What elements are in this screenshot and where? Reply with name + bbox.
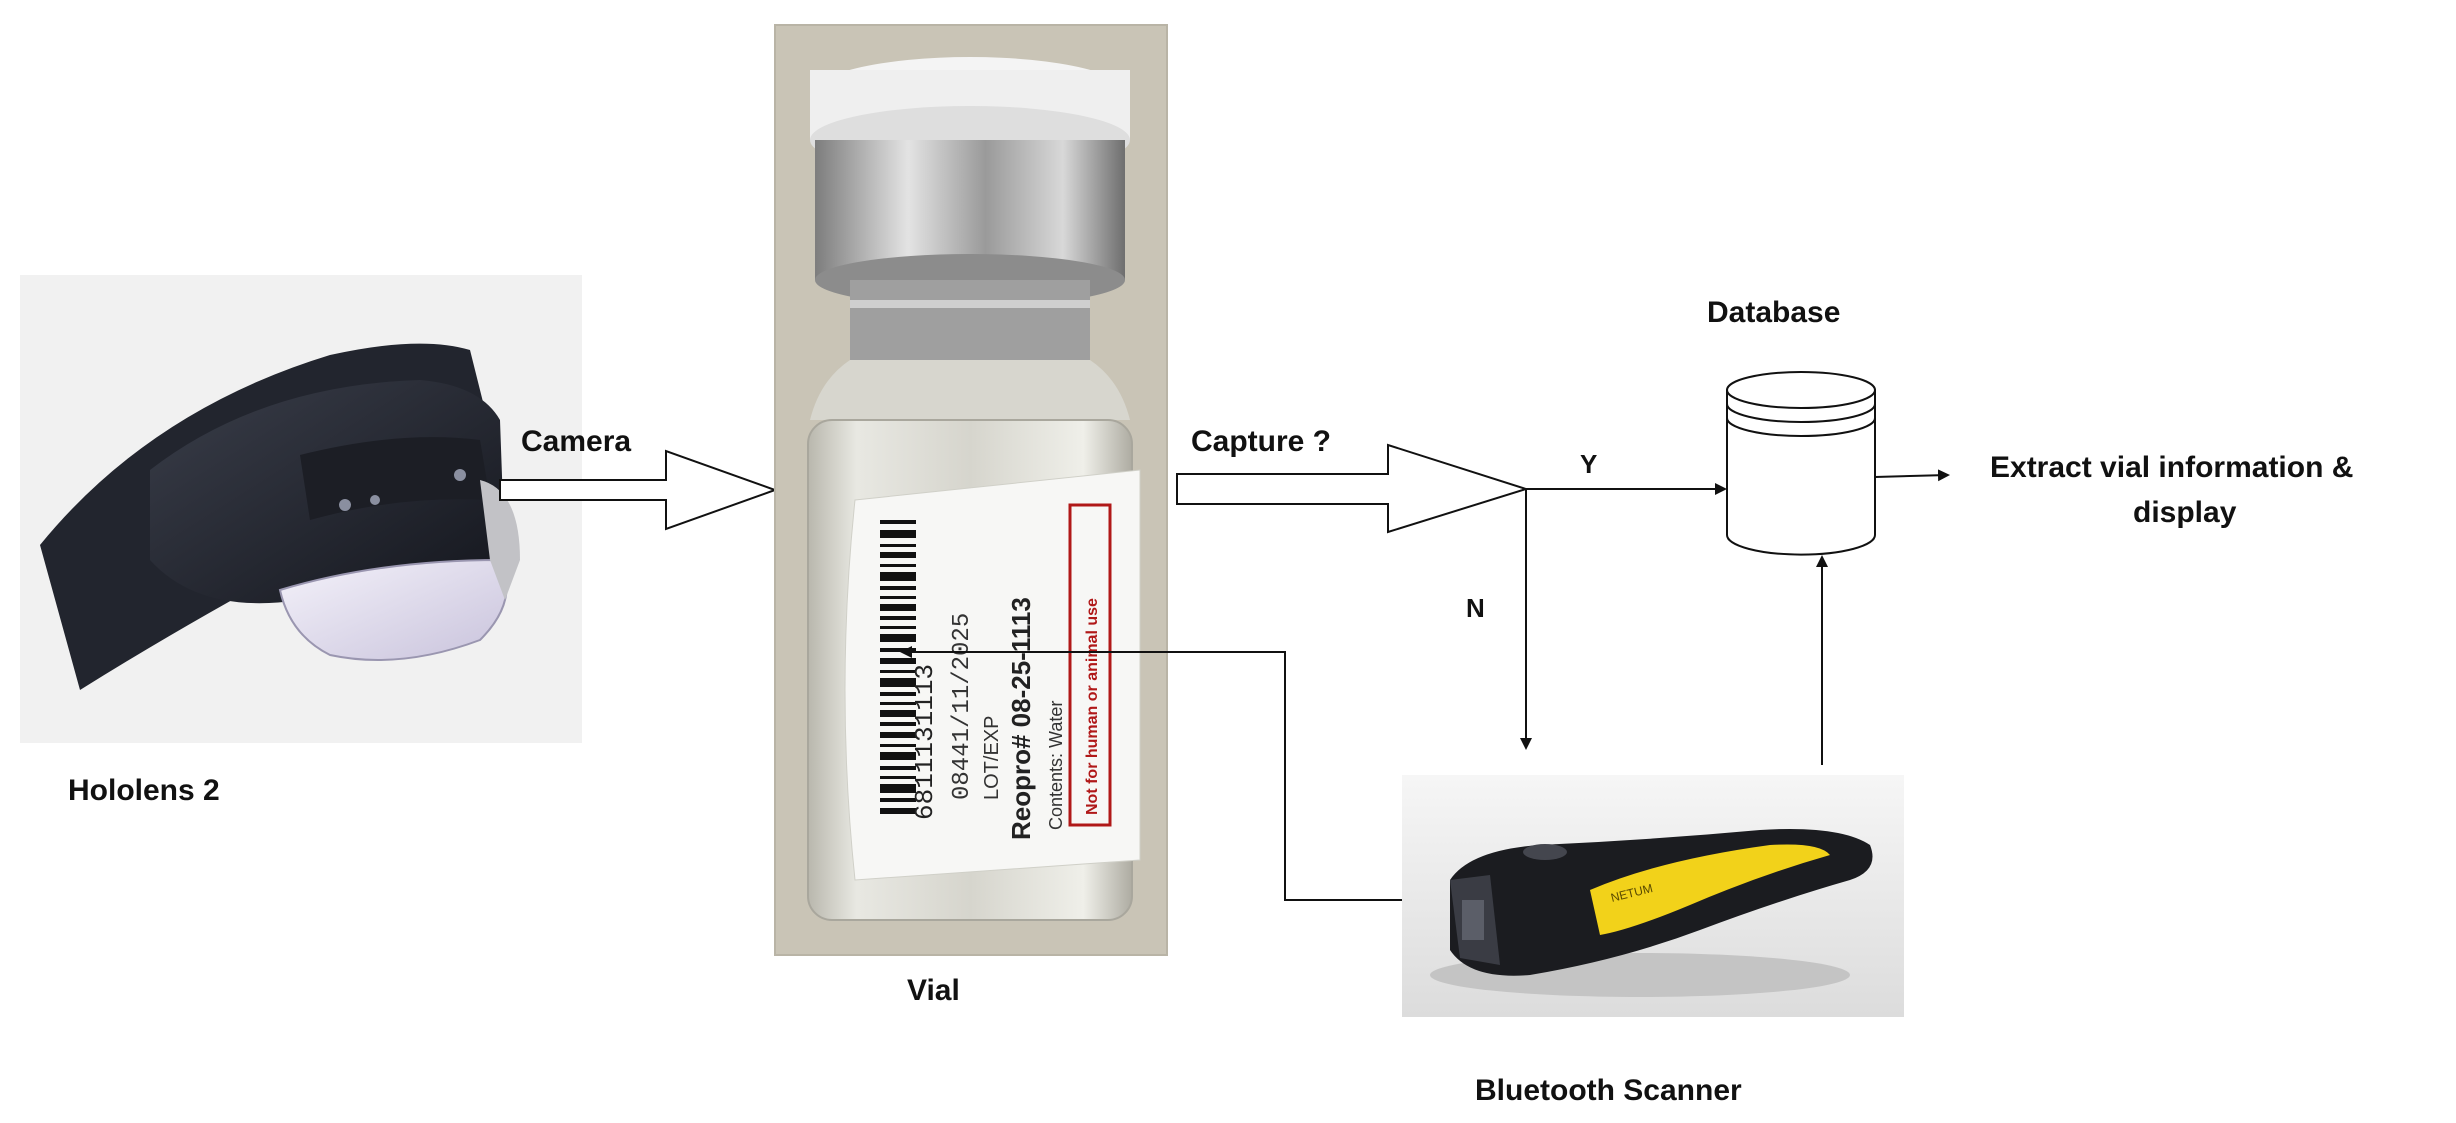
- vial-label: Vial: [907, 974, 960, 1007]
- vial-lot-label: LOT/EXP: [981, 716, 1003, 800]
- vial-product-name: Reopro# 08-25-1113: [1006, 597, 1036, 840]
- no-label: N: [1466, 593, 1485, 623]
- vial-lot-value: 08441/11/2025: [949, 613, 976, 800]
- vial-contents: Contents: Water: [1046, 701, 1066, 830]
- extract-label-line1: Extract vial information &: [1990, 451, 2353, 484]
- hololens-image: [20, 275, 582, 743]
- capture-label: Capture ?: [1191, 425, 1331, 458]
- capture-arrow: [1176, 443, 1530, 534]
- scanner-accent: [1590, 844, 1830, 935]
- scanner-image: NETUM: [1402, 775, 1904, 1017]
- scanner-to-vial-connector: [900, 646, 1402, 901]
- database-icon: [1726, 371, 1876, 556]
- database-label: Database: [1707, 296, 1840, 329]
- camera-arrow: [499, 449, 778, 531]
- vial-warning: Not for human or animal use: [1084, 598, 1101, 815]
- vial-barcode: [880, 520, 916, 814]
- extract-connector: [1874, 469, 1950, 482]
- vial-image: 6811131113 08441/11/2025 LOT/EXP Reopro#…: [774, 24, 1168, 956]
- camera-label: Camera: [521, 425, 631, 458]
- scanner-label: Bluetooth Scanner: [1475, 1074, 1742, 1107]
- vial-barcode-digits: 6811131113: [910, 664, 940, 820]
- extract-label-line2: display: [2133, 496, 2237, 529]
- yes-label: Y: [1580, 449, 1597, 479]
- hololens-label: Hololens 2: [68, 774, 220, 807]
